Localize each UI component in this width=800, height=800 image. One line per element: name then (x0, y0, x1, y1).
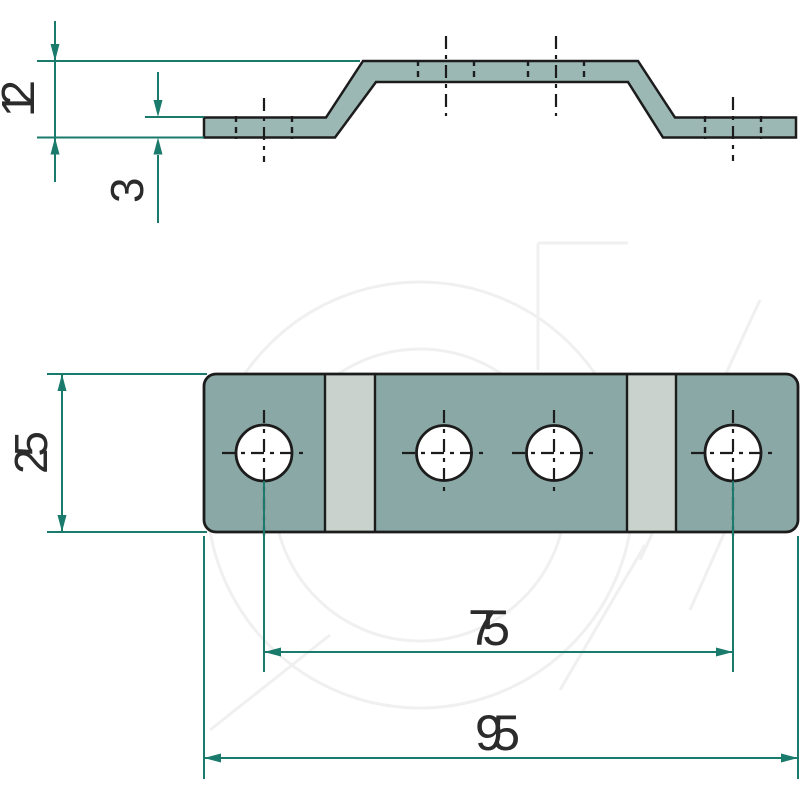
dimension-label-75: 75 (468, 600, 510, 656)
hole-crosshairs (222, 410, 775, 536)
dimension-profile-height: 12 (0, 21, 360, 182)
profile-hidden-hole-edges (234, 60, 763, 139)
bend-zone-edges (323, 374, 678, 532)
dimension-label-12: 12 (0, 80, 44, 117)
extension-lines-12 (37, 60, 360, 139)
dimension-label-3: 3 (101, 177, 153, 203)
bend-zone-left (325, 375, 375, 531)
extension-lines-75 (263, 481, 734, 672)
dimension-hole-spacing: 75 (263, 481, 734, 672)
plan-view (202, 372, 800, 536)
arrow-down-icon (57, 515, 67, 532)
arrow-left-icon (264, 647, 281, 657)
dimension-overall-length: 95 (203, 536, 799, 779)
arrow-left-icon (204, 753, 221, 763)
arrow-down-icon (153, 100, 163, 117)
arrow-right-icon (781, 753, 798, 763)
bend-zone-right (627, 375, 676, 531)
dimension-label-25: 25 (5, 431, 57, 474)
dimension-thickness: 3 (101, 72, 204, 223)
profile-outline (202, 59, 798, 139)
profile-view (202, 36, 798, 162)
dimension-plate-width: 25 (5, 373, 207, 533)
arrow-up-icon (153, 137, 163, 155)
dimension-label-95: 95 (475, 705, 520, 761)
arrow-up-icon (57, 374, 67, 391)
plate-outline (202, 372, 800, 534)
extension-lines-95 (203, 536, 799, 779)
arrow-down-icon (50, 44, 60, 61)
profile-hole-centerlines (262, 36, 735, 162)
arrow-right-icon (716, 647, 733, 657)
arrow-up-icon (50, 137, 60, 155)
extension-lines-25 (47, 373, 207, 533)
